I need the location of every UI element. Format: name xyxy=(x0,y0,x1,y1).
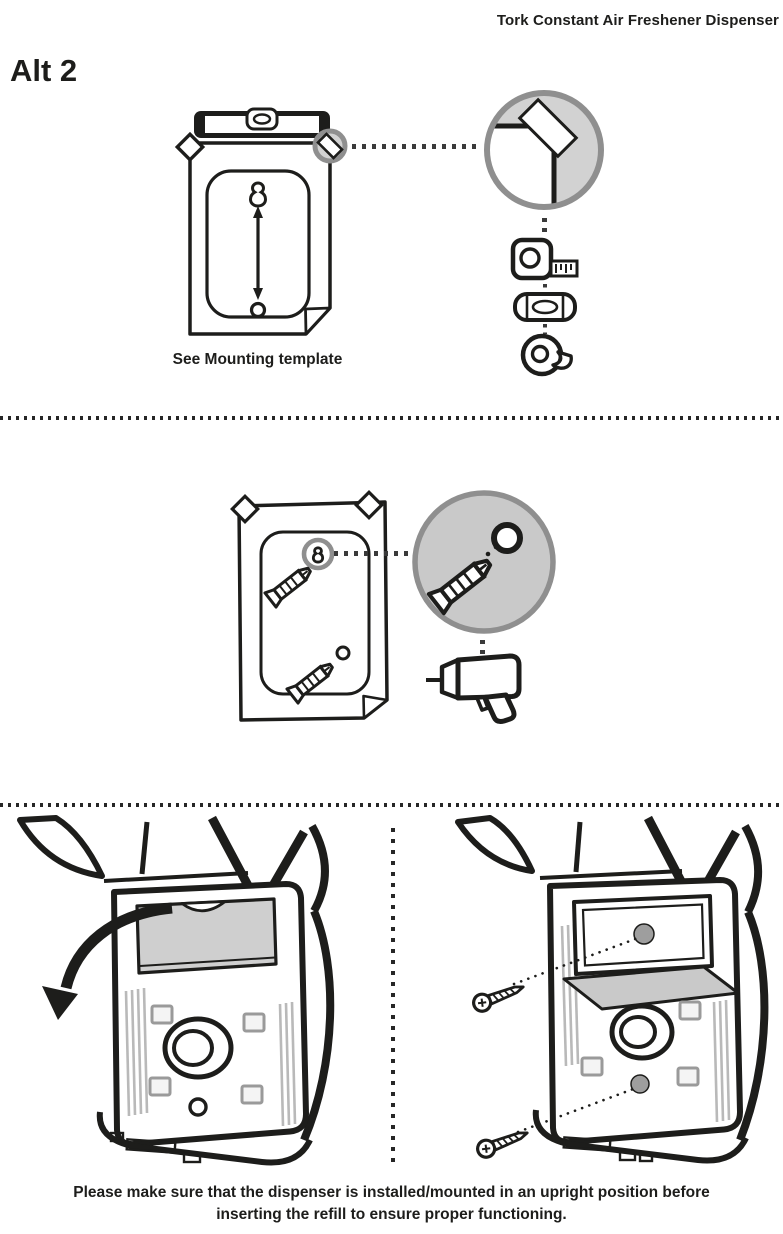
dispenser-back-open-diagram xyxy=(17,815,335,1166)
spirit-level-icon xyxy=(194,107,330,138)
tape-roll-icon xyxy=(520,333,573,377)
bottom-tray xyxy=(96,1111,313,1166)
refill-clips xyxy=(148,1004,266,1105)
remove-direction-arrow xyxy=(42,902,173,1020)
housing-right-edge xyxy=(736,910,769,1142)
tape-piece-icon xyxy=(517,97,579,159)
screw-icon xyxy=(469,977,528,1016)
tape-piece-icon xyxy=(354,490,384,520)
spacing-arrow xyxy=(253,206,263,300)
top-shelf-edge xyxy=(103,871,249,883)
dispenser-cover-edge xyxy=(455,815,535,874)
zoom-connector-dots xyxy=(334,551,410,556)
mounting-template-diagram xyxy=(174,107,348,336)
template-on-wall-diagram xyxy=(230,490,389,722)
open-label-flap xyxy=(562,965,740,1011)
section-divider xyxy=(0,803,783,807)
adhesive-plaster-icon xyxy=(513,292,577,322)
wall-plug-magnifier xyxy=(412,490,556,634)
upper-screw-hole xyxy=(633,923,655,945)
lower-hole-mark xyxy=(335,645,351,661)
folded-corner xyxy=(362,694,389,720)
step1-tools xyxy=(510,237,579,377)
tool-connector-dots xyxy=(542,218,547,236)
circled-tape-corner xyxy=(312,128,348,164)
page-title: Tork Constant Air Freshener Dispenser xyxy=(496,12,779,29)
lower-screw-hole xyxy=(188,1097,208,1117)
top-shelf-edge xyxy=(539,869,683,880)
refill-socket xyxy=(609,1003,675,1061)
installation-note: Please make sure that the dispenser is i… xyxy=(73,1184,710,1224)
screw-trajectory-dots xyxy=(512,936,640,986)
lower-hole-mark xyxy=(249,301,267,319)
tape-measure-icon xyxy=(510,237,579,281)
refill-clips xyxy=(580,1000,702,1087)
variant-heading: Alt 2 xyxy=(10,53,78,88)
dispenser-screw-mount-diagram xyxy=(455,815,769,1164)
template-caption: See Mounting template xyxy=(172,351,343,368)
dispenser-cover-edge xyxy=(17,815,105,879)
lower-screw-hole xyxy=(630,1074,650,1094)
screw-icon xyxy=(473,1123,532,1162)
tape-piece-icon xyxy=(230,494,260,524)
template-outline xyxy=(259,530,371,696)
section-divider xyxy=(0,416,783,420)
tool-connector-dots xyxy=(480,640,485,654)
circled-keyhole-mark xyxy=(301,537,335,571)
label-window xyxy=(135,897,278,975)
vent-slots xyxy=(124,987,297,1127)
drill-icon xyxy=(426,653,522,724)
folded-corner xyxy=(304,306,332,336)
drilled-hole xyxy=(491,522,523,554)
taped-corner-magnifier xyxy=(484,90,604,210)
keyhole-mark xyxy=(249,181,267,208)
panel-divider xyxy=(391,828,395,1168)
housing-right-edge xyxy=(300,909,335,1142)
bottom-tray xyxy=(532,1109,749,1164)
refill-socket xyxy=(162,1016,234,1080)
tape-piece-icon xyxy=(174,131,206,163)
zoom-connector-dots xyxy=(352,144,480,149)
